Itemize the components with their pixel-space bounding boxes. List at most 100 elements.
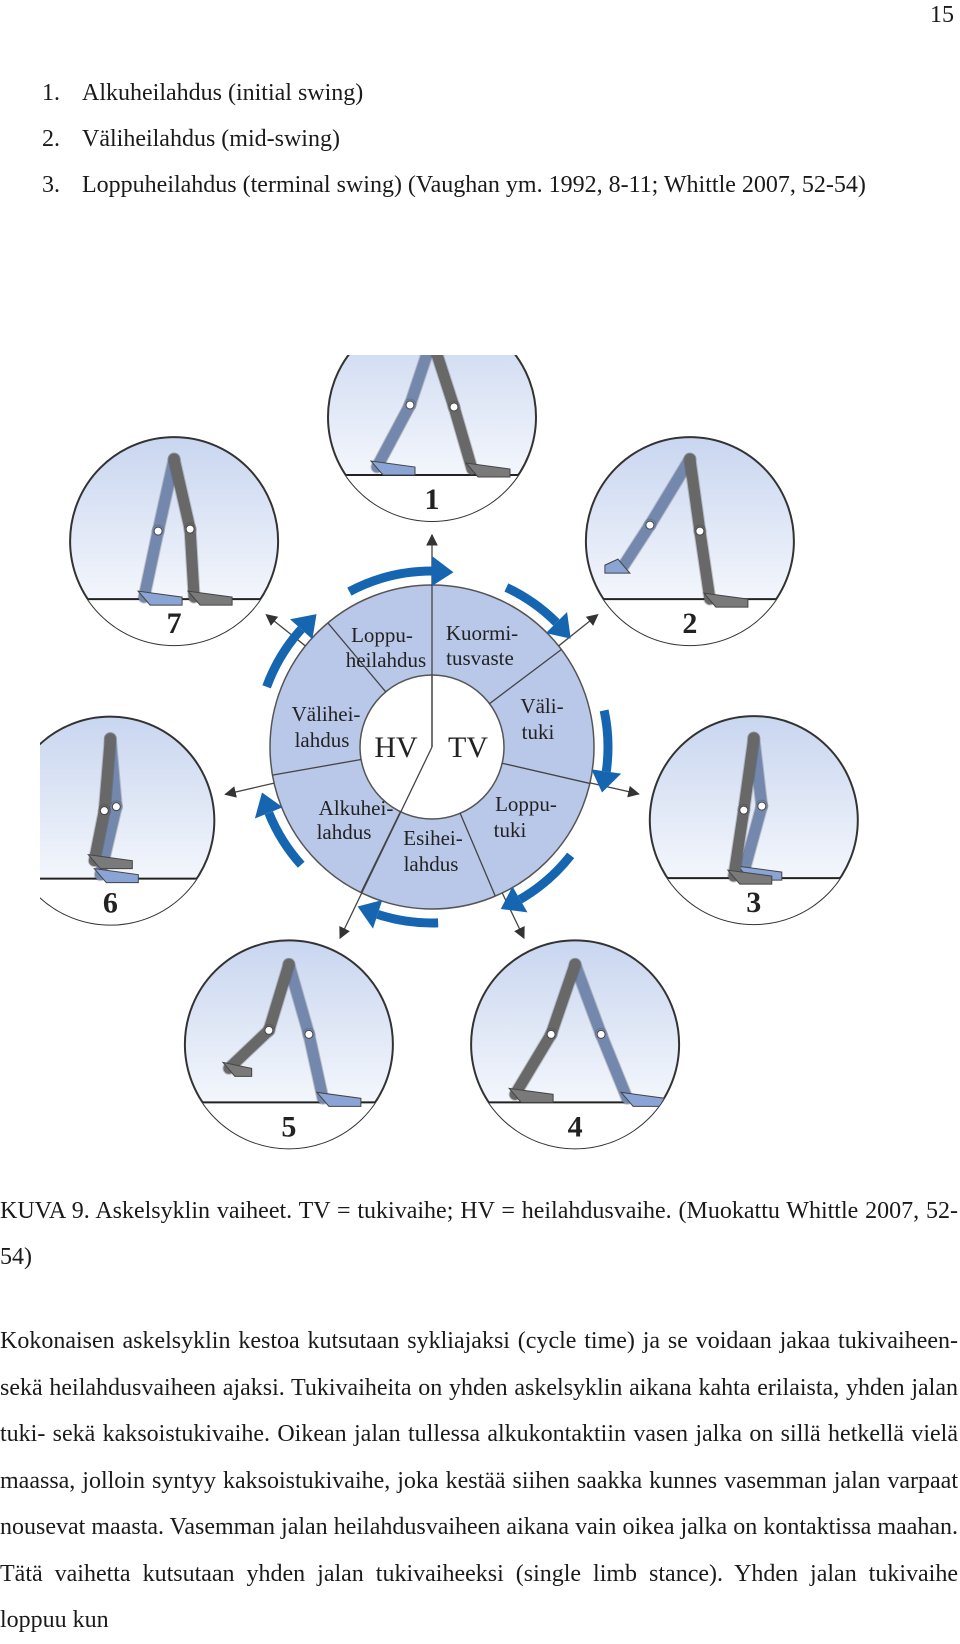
body-paragraph: Kokonaisen askelsyklin kestoa kutsutaan … xyxy=(0,1328,958,1633)
list-item-text: Loppuheilahdus (terminal swing) (Vaughan… xyxy=(82,172,866,198)
list-item-text: Väliheilahdus (mid-swing) xyxy=(82,126,340,152)
leg-segment xyxy=(303,1028,329,1104)
leg-segment xyxy=(404,355,438,411)
leg-segment xyxy=(694,525,716,605)
phase-label-line: lahdus xyxy=(295,728,350,752)
leg-segment xyxy=(371,399,416,473)
page-number: 15 xyxy=(930,2,954,28)
phase-label-line: Kuormi- xyxy=(446,621,518,645)
phase-label-line: tuki xyxy=(494,818,527,842)
cycle-arrow-shaft xyxy=(347,566,433,596)
phase-label-line: Välihei- xyxy=(292,702,361,726)
cycle-arrow-shaft xyxy=(504,583,560,626)
foot xyxy=(507,1087,554,1103)
phase-divider xyxy=(502,762,590,785)
knee-joint xyxy=(757,801,767,811)
leg-outline xyxy=(683,452,707,538)
leg-segment xyxy=(263,958,295,1036)
leg-segment xyxy=(728,804,750,882)
leg-outline xyxy=(425,355,461,414)
leg-outline xyxy=(370,398,417,474)
knee-joint xyxy=(111,802,121,812)
stage-number: 2 xyxy=(682,607,697,640)
phase-label-line: Loppu- xyxy=(495,792,557,816)
leg-segment xyxy=(595,1028,633,1104)
leg-segment xyxy=(283,958,315,1040)
ground-area xyxy=(40,878,215,925)
leg-outline xyxy=(568,957,608,1041)
knee-joint xyxy=(99,806,109,816)
knee-joint xyxy=(304,1029,314,1039)
leg-outline xyxy=(544,957,582,1041)
foot xyxy=(186,590,233,606)
leg-outline xyxy=(508,1027,558,1101)
bubble-content xyxy=(40,732,215,925)
foot xyxy=(702,592,749,608)
stage-bubble: 3 xyxy=(648,715,859,926)
phase-label-line: tuki xyxy=(522,720,555,744)
stage-pointer xyxy=(339,746,433,940)
phase-label: Esihei- lahdus xyxy=(403,826,462,876)
leg-segment xyxy=(618,519,656,571)
cycle-direction-arrows xyxy=(254,556,622,929)
stage-number: 7 xyxy=(167,607,182,640)
cycle-arrow-shaft xyxy=(376,910,439,928)
phase-label-line: Alkuhei- xyxy=(319,796,394,820)
bubble-circle xyxy=(69,436,280,647)
list-item-number: 2. xyxy=(42,126,60,152)
phase-label-line: lahdus xyxy=(404,852,459,876)
list-item: 3.Loppuheilahdus (terminal swing) (Vaugh… xyxy=(42,162,942,208)
leg-outline xyxy=(447,400,479,476)
stage-number: 6 xyxy=(103,887,118,920)
leg-outline xyxy=(222,1023,276,1075)
leg-outline xyxy=(737,799,769,879)
foot xyxy=(369,460,416,476)
leg-segment xyxy=(509,1028,557,1100)
phase-label-line: Väli- xyxy=(520,694,563,718)
knee-joint xyxy=(739,805,749,815)
phase-label-line: lahdus xyxy=(317,820,372,844)
cycle-arrow-head xyxy=(254,792,283,819)
leg-segment xyxy=(88,805,110,867)
phase-divider xyxy=(489,648,562,705)
cycle-arrow-head xyxy=(545,611,571,639)
leg-outline xyxy=(594,1027,634,1105)
stage-bubble: 4 xyxy=(470,939,681,1150)
leg-outline xyxy=(282,957,316,1041)
leg-outline xyxy=(87,804,111,868)
leg-outline xyxy=(737,731,761,817)
phase-label: Alkuhei- lahdus xyxy=(317,796,394,844)
knee-joint xyxy=(405,400,415,410)
leg-segment xyxy=(168,453,196,535)
cycle-arrow-head xyxy=(290,614,317,640)
bubble-circle xyxy=(584,436,795,647)
stage-bubble: 5 xyxy=(183,939,394,1150)
foot xyxy=(87,853,133,870)
swing-phase-list: 1. Alkuheilahdus (initial swing) 2. Välihe… xyxy=(42,70,942,208)
leg-outline xyxy=(137,524,165,604)
knee-joint xyxy=(596,1029,606,1039)
leg-segment xyxy=(98,733,116,817)
phase-label: Välihei- lahdus xyxy=(292,702,361,752)
leg-segment xyxy=(738,800,768,878)
leg-outline xyxy=(97,732,117,818)
cycle-arrow-shaft xyxy=(264,811,305,868)
list-item-number: 1. xyxy=(42,80,60,106)
stage-pointer xyxy=(224,782,275,798)
leg-segment xyxy=(684,453,706,537)
leg-outline xyxy=(403,355,439,412)
leg-segment xyxy=(184,523,200,603)
leg-outline xyxy=(693,524,717,606)
center-label-hv: HV xyxy=(374,731,418,764)
stage-pointer xyxy=(558,614,599,647)
leg-outline xyxy=(643,452,697,532)
list-item-text: Alkuheilahdus (initial swing) xyxy=(82,80,364,106)
cycle-arrow-shaft xyxy=(599,709,613,773)
leg-outline xyxy=(262,957,296,1037)
cycle-arrow-shaft xyxy=(262,626,305,689)
foot xyxy=(464,462,511,478)
foot xyxy=(726,869,773,885)
leg-segment xyxy=(738,732,760,816)
phase-label: Kuormi- tusvaste xyxy=(446,621,518,670)
